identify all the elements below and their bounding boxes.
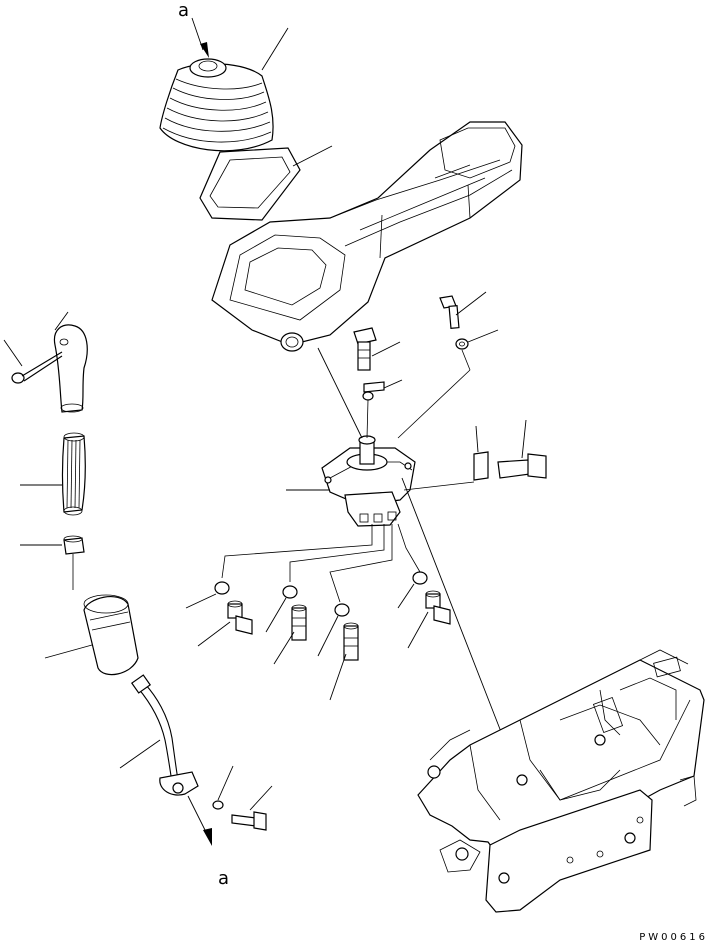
drawing-number: PW00616 <box>639 932 708 943</box>
elbow-fitting-right <box>425 590 451 625</box>
mount-washer-small <box>455 338 469 350</box>
callout-label-top: a <box>178 0 189 21</box>
o-ring-1 <box>214 581 230 595</box>
pilot-valve <box>321 435 416 527</box>
rod-washer <box>212 800 224 810</box>
rubber-boot <box>159 58 274 152</box>
mount-washer <box>473 451 489 481</box>
straight-fitting-1 <box>291 604 307 641</box>
mount-bolt-small <box>439 295 460 329</box>
o-ring-3 <box>334 603 350 617</box>
callout-label-bottom: a <box>218 868 229 889</box>
callout-arrow-top <box>191 17 209 58</box>
rod-bolt <box>231 811 267 831</box>
knob-set-screw <box>11 351 63 384</box>
o-ring-2 <box>282 585 298 599</box>
o-ring-4 <box>412 571 428 585</box>
console-bolt <box>353 327 377 371</box>
hose-routing-lines <box>221 523 421 603</box>
grip-sleeve <box>61 432 86 516</box>
frame-bracket <box>417 649 705 913</box>
lever-knob <box>53 324 88 413</box>
callout-arrow-bottom <box>187 795 212 846</box>
lever-rod <box>130 674 199 796</box>
gasket-frame <box>199 147 301 221</box>
lever-base <box>83 594 139 676</box>
mount-bolt <box>497 453 547 479</box>
straight-fitting-2 <box>343 622 359 661</box>
lock-nut <box>63 535 85 555</box>
console-washer <box>362 381 385 401</box>
console-housing <box>211 121 523 352</box>
elbow-fitting-left <box>227 600 253 635</box>
